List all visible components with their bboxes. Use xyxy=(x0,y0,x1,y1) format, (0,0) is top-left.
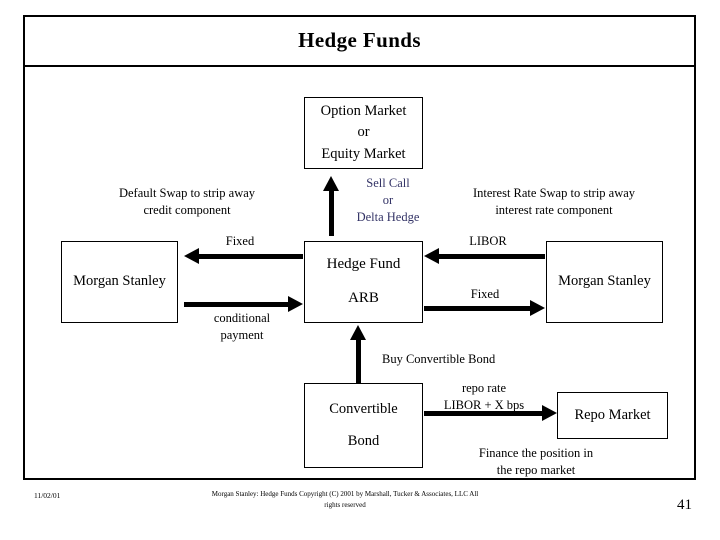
arrowhead-right-icon xyxy=(530,300,545,316)
label-finance-position-line1: Finance the position in xyxy=(478,446,594,460)
arrow-fixed-to-morgan-stanley-left xyxy=(184,248,303,264)
footer-page-number: 41 xyxy=(677,497,692,513)
label-default-swap: Default Swap to strip away credit compon… xyxy=(74,185,300,219)
slide-frame xyxy=(23,15,696,480)
footer-copyright: Morgan Stanley: Hedge Funds Copyright (C… xyxy=(211,490,479,509)
arrowhead-left-icon xyxy=(424,248,439,264)
label-fixed-right-text: Fixed xyxy=(470,287,500,301)
node-morgan-stanley-left-label: Morgan Stanley xyxy=(73,273,166,290)
arrowhead-right-icon xyxy=(288,296,303,312)
slide-title-bar: Hedge Funds xyxy=(23,15,696,67)
label-libor-right: LIBOR xyxy=(448,233,528,250)
label-fixed-left-text: Fixed xyxy=(225,234,255,248)
label-repo-rate-line2: LIBOR + X bps xyxy=(443,397,525,412)
label-sell-call-line1: Sell Call xyxy=(366,176,410,190)
label-buy-convertible-bond-text: Buy Convertible Bond xyxy=(382,352,496,366)
node-convertible-bond-line2: Bond xyxy=(347,432,380,449)
label-conditional-payment-line1: conditional xyxy=(213,311,271,325)
label-buy-convertible-bond: Buy Convertible Bond xyxy=(382,351,522,368)
footer-date: 11/02/01 xyxy=(34,491,61,500)
label-repo-rate: repo rate LIBOR + X bps xyxy=(428,380,540,414)
arrow-fixed-to-morgan-stanley-right xyxy=(424,300,545,316)
label-sell-call-line2: or xyxy=(382,192,394,207)
node-morgan-stanley-left[interactable]: Morgan Stanley xyxy=(61,241,178,323)
arrowhead-up-icon xyxy=(350,325,366,340)
arrow-buy-convertible-bond xyxy=(349,325,367,385)
arrowhead-left-icon xyxy=(184,248,199,264)
label-sell-call-line3: Delta Hedge xyxy=(356,209,420,224)
label-interest-rate-swap-line1: Interest Rate Swap to strip away xyxy=(472,186,636,200)
page-title: Hedge Funds xyxy=(298,27,421,52)
arrow-conditional-payment xyxy=(184,296,303,312)
node-hedge-fund-line2: ARB xyxy=(348,290,379,306)
arrow-hedge-fund-to-option-market xyxy=(322,176,340,236)
label-finance-position-line2: the repo market xyxy=(496,462,576,477)
label-interest-rate-swap-line2: interest rate component xyxy=(495,202,613,217)
node-hedge-fund-arb[interactable]: Hedge Fund ARB xyxy=(304,241,423,323)
label-sell-call: Sell Call or Delta Hedge xyxy=(345,175,431,226)
arrowhead-right-icon xyxy=(542,405,557,421)
arrowhead-up-icon xyxy=(323,176,339,191)
node-option-market-line1: Option Market xyxy=(320,103,407,120)
arrow-convertible-bond-to-repo-market xyxy=(424,405,557,421)
node-repo-market[interactable]: Repo Market xyxy=(557,392,668,439)
label-default-swap-line1: Default Swap to strip away xyxy=(118,186,256,200)
node-morgan-stanley-right-label: Morgan Stanley xyxy=(558,273,651,290)
label-conditional-payment: conditional payment xyxy=(194,310,290,344)
arrow-libor-to-hedge-fund xyxy=(424,248,545,264)
node-convertible-bond[interactable]: Convertible Bond xyxy=(304,383,423,468)
label-finance-position: Finance the position in the repo market xyxy=(455,445,617,479)
node-option-market-line3: Equity Market xyxy=(321,145,406,162)
label-repo-rate-line1: repo rate xyxy=(461,381,507,395)
label-interest-rate-swap: Interest Rate Swap to strip away interes… xyxy=(428,185,680,219)
label-default-swap-line2: credit component xyxy=(143,202,231,217)
node-repo-market-label: Repo Market xyxy=(574,406,651,423)
node-option-market[interactable]: Option Market or Equity Market xyxy=(304,97,423,169)
label-fixed-right: Fixed xyxy=(445,286,525,303)
node-convertible-bond-line1: Convertible xyxy=(329,401,398,418)
node-option-market-line2: or xyxy=(357,124,370,141)
label-fixed-left: Fixed xyxy=(200,233,280,250)
label-conditional-payment-line2: payment xyxy=(220,327,264,342)
label-libor-right-text: LIBOR xyxy=(469,234,507,248)
node-hedge-fund-line1: Hedge Fund xyxy=(326,256,401,273)
node-morgan-stanley-right[interactable]: Morgan Stanley xyxy=(546,241,663,323)
